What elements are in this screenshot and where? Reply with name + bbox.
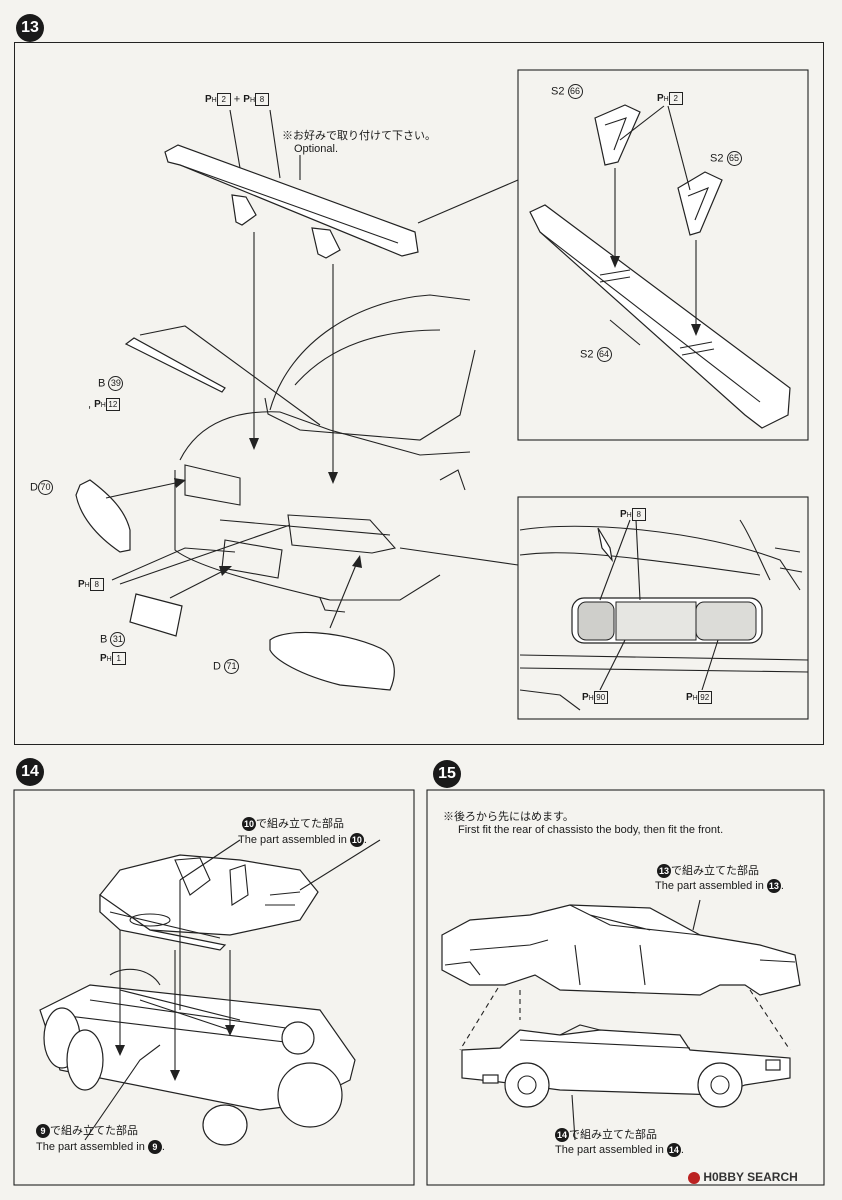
step15-note-jp: ※後ろから先にはめます。 <box>443 811 574 823</box>
part-s2-65-label: S2 65 <box>710 151 742 166</box>
step14-bottom-en: The part assembled in 9. <box>36 1140 165 1154</box>
step14-top-en: The part assembled in 10. <box>238 833 367 847</box>
step15-note-en: First fit the rear of chassisto the body… <box>458 824 724 836</box>
part-d71-label: D 71 <box>213 659 240 674</box>
part-b39-label: B 39 <box>98 376 124 391</box>
part-s2-66-label: S2 66 <box>551 84 583 99</box>
watermark-icon <box>688 1171 700 1184</box>
step-13-frame <box>14 42 824 745</box>
part-s2-64-label: S2 64 <box>580 347 612 362</box>
step15-top-en: The part assembled in 13. <box>655 879 784 893</box>
step-13-badge: 13 <box>16 14 44 42</box>
part-b31-label: B 31 <box>100 632 126 647</box>
step15-bottom-en: The part assembled in 14. <box>555 1143 684 1157</box>
optional-note-en: Optional. <box>294 143 339 155</box>
optional-note-jp: ※お好みで取り付けて下さい。 <box>282 130 436 142</box>
step-14-badge: 14 <box>16 758 44 786</box>
watermark: H0BBY SEARCH <box>688 1170 798 1184</box>
step-15-badge: 15 <box>433 760 461 788</box>
